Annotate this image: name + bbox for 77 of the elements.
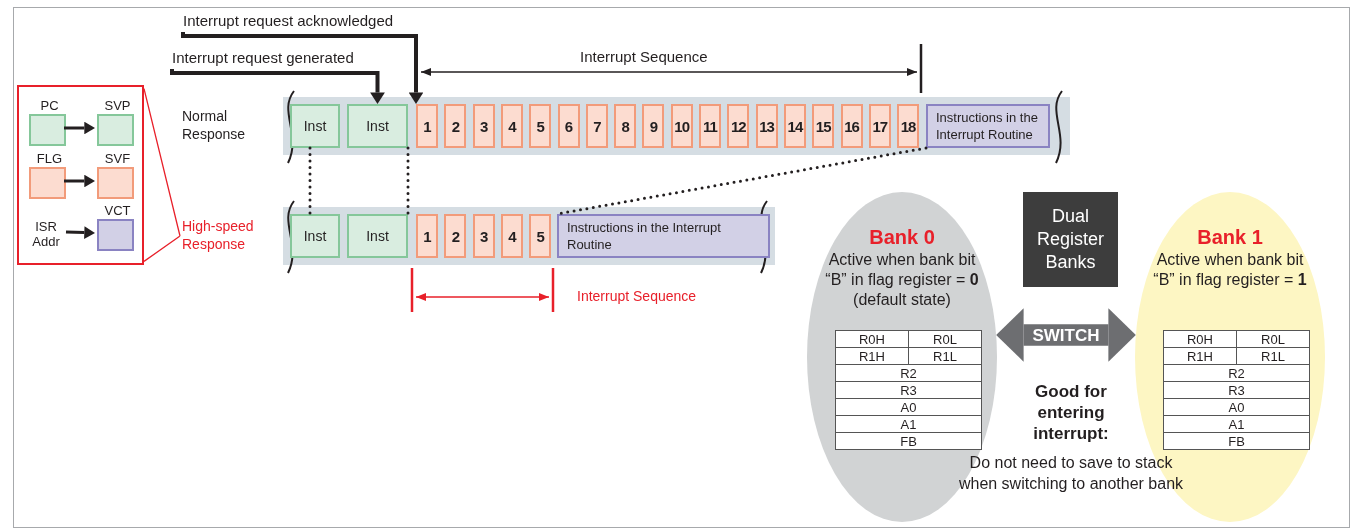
instruction-box: Inst (290, 104, 340, 148)
sequence-step-box: 11 (699, 104, 721, 148)
dimension-label: Interrupt Sequence (577, 288, 697, 304)
table-cell: A1 (835, 415, 982, 433)
table-cell: R0H (1163, 330, 1237, 348)
table-cell: R1H (1163, 347, 1237, 365)
sequence-step-box: 6 (557, 104, 580, 148)
table-cell: R2 (1163, 364, 1310, 382)
routine-box: Instructions in the Interrupt Routine (557, 214, 770, 258)
register-label: VCT (103, 203, 132, 218)
edge-label: SWITCH (1032, 326, 1100, 345)
sequence-step-box: 17 (868, 104, 891, 148)
sequence-step-box: 7 (585, 104, 608, 148)
callout-text: Interrupt request acknowledged (183, 10, 423, 32)
sequence-step-box: 3 (472, 104, 495, 148)
dimension-label: Interrupt Sequence (580, 48, 708, 65)
table-cell: A0 (835, 398, 982, 416)
dotted-line (308, 146, 312, 216)
register-label: FLG (35, 151, 64, 166)
sequence-step-box: 1 (416, 214, 438, 258)
sequence-step-box: 5 (529, 214, 552, 258)
instruction-box: Inst (347, 104, 408, 148)
register-label: SVF (103, 151, 132, 166)
sequence-step-box: 1 (416, 104, 438, 148)
sequence-step-box: 8 (614, 104, 637, 148)
instruction-box: Inst (290, 214, 340, 258)
bank-heading: Bank 0 (868, 226, 936, 249)
double-arrow (996, 308, 1136, 362)
arrow (65, 226, 95, 239)
inset-frame (17, 85, 144, 265)
table-cell: R0H (835, 330, 909, 348)
register-label: PC (39, 98, 60, 113)
sequence-step-box: 15 (812, 104, 835, 148)
sequence-step-box: 9 (642, 104, 665, 148)
note-text: Do not need to save to stack when switching to another bank (957, 453, 1185, 494)
table-cell: R1L (908, 347, 982, 365)
title-box: Dual Register Banks (1023, 192, 1118, 287)
sequence-step-box: 14 (783, 104, 806, 148)
register-label: ISR Addr (24, 217, 68, 251)
sequence-step-box: 2 (444, 214, 467, 258)
sequence-step-box: 4 (500, 104, 523, 148)
table-cell: A1 (1163, 415, 1310, 433)
sequence-step-box: 12 (727, 104, 750, 148)
arrow (181, 32, 424, 104)
sequence-step-box: 16 (840, 104, 863, 148)
bank-description: Active when bank bit “B” in flag register = 0 (default state) (824, 250, 980, 310)
sequence-step-box: 5 (529, 104, 552, 148)
instruction-box: Inst (347, 214, 408, 258)
arrow (170, 69, 385, 104)
table-cell: R2 (835, 364, 982, 382)
arrow (64, 174, 95, 188)
table-cell: A0 (1163, 398, 1310, 416)
bank-description: Active when bank bit “B” in flag register = 1 (1152, 250, 1308, 290)
sequence-step-box: 3 (472, 214, 495, 258)
table-cell: FB (1163, 432, 1310, 450)
routine-box: Instructions in the Interrupt Routine (926, 104, 1050, 148)
arrow (64, 121, 95, 135)
sequence-step-box: 10 (670, 104, 693, 148)
bank-heading: Bank 1 (1196, 226, 1264, 249)
table-cell: R1H (835, 347, 909, 365)
row-label: High-speed Response (182, 217, 255, 253)
table-cell: R3 (1163, 381, 1310, 399)
callout-text: Interrupt request generated (172, 47, 382, 69)
table-cell: R0L (908, 330, 982, 348)
table-cell: R3 (835, 381, 982, 399)
register-label: SVP (103, 98, 132, 113)
sequence-step-box: 18 (897, 104, 920, 148)
row-label: Normal Response (182, 107, 247, 143)
sequence-step-box: 13 (755, 104, 778, 148)
dotted-line (406, 146, 410, 216)
table-cell: FB (835, 432, 982, 450)
sequence-step-box: 4 (500, 214, 523, 258)
note-heading: Good for entering interrupt: (1032, 381, 1110, 444)
table-cell: R0L (1236, 330, 1310, 348)
zoom-line (143, 87, 181, 263)
table-cell: R1L (1236, 347, 1310, 365)
sequence-step-box: 2 (444, 104, 467, 148)
